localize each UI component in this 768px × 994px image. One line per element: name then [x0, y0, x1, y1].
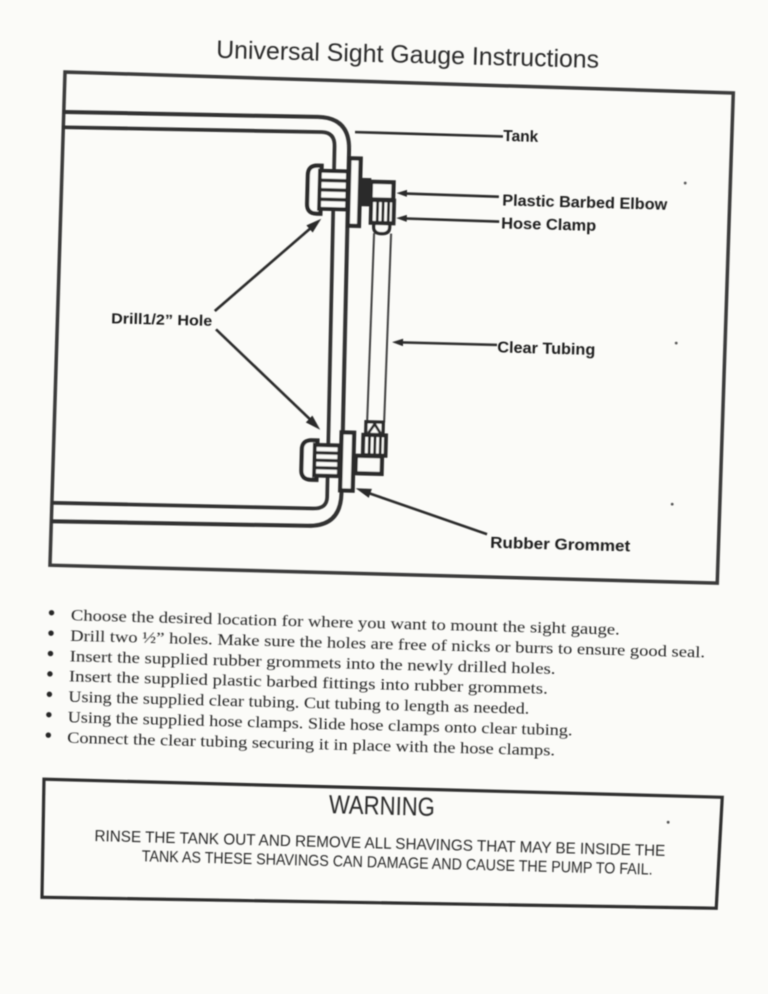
svg-text:Universal Sight Gauge Instruct: Universal Sight Gauge Instructions — [216, 36, 600, 74]
svg-text:Hose Clamp: Hose Clamp — [501, 216, 597, 235]
svg-text:Clear Tubing: Clear Tubing — [497, 339, 595, 359]
svg-text:Drill1/2” Hole: Drill1/2” Hole — [111, 310, 212, 330]
svg-text:Plastic Barbed Elbow: Plastic Barbed Elbow — [502, 192, 668, 213]
svg-text:Tank: Tank — [503, 128, 539, 146]
svg-text:Rubber Grommet: Rubber Grommet — [490, 535, 631, 556]
svg-text:WARNING: WARNING — [329, 789, 436, 822]
